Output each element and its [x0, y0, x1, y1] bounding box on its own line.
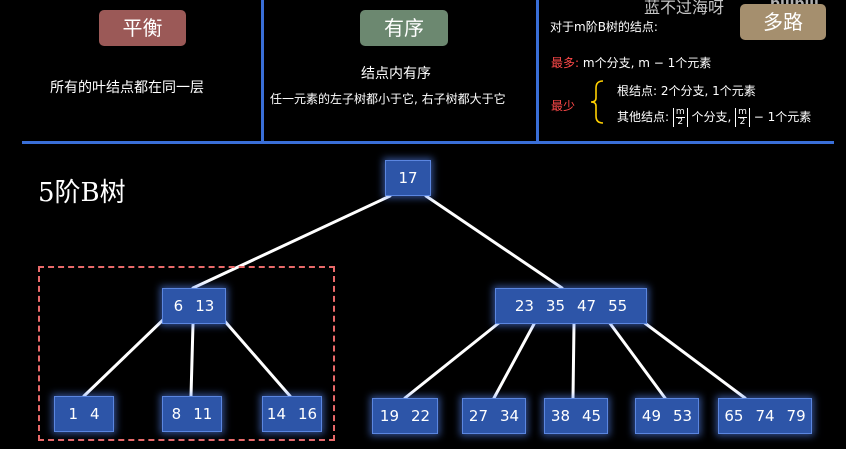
key: 16: [298, 405, 318, 423]
divider-2: [536, 0, 539, 143]
brace-icon: [590, 80, 604, 124]
key: 1: [68, 405, 78, 423]
key: 53: [673, 407, 693, 425]
key: 74: [755, 407, 775, 425]
leaf-node: 1 4: [54, 396, 114, 432]
edge-r-2: [492, 322, 536, 400]
tree-title: 5阶B树: [38, 178, 126, 208]
node-l1-right: 23 35 47 55: [495, 288, 647, 324]
least-label: 最少: [551, 99, 576, 113]
highlight-subtree-box: [38, 266, 335, 441]
key: 8: [171, 405, 182, 423]
key: 27: [468, 407, 488, 425]
frac-num-2: m: [738, 107, 747, 118]
edge-r-3: [571, 322, 576, 400]
divider-1: [261, 0, 264, 143]
frac-den: 2: [677, 117, 684, 127]
node-root: 17: [385, 160, 431, 196]
frac-den-2: 2: [739, 117, 746, 127]
watermark-text: 蓝不过海呀: [644, 0, 725, 17]
tag-balance: 平衡: [99, 10, 186, 46]
edge-r-5: [636, 316, 747, 400]
leaf-node: 14 16: [262, 396, 322, 432]
most-text: m个分支, m − 1个元素: [582, 56, 712, 70]
key: 35: [545, 297, 565, 315]
section-divider: [22, 141, 834, 144]
key: 13: [195, 297, 215, 315]
order-text: 任一元素的左子树都小于它, 右子树都大于它: [270, 92, 506, 106]
edge-l-1: [82, 316, 167, 398]
key: 4: [90, 405, 100, 423]
frac-num: m: [675, 107, 685, 118]
leaf-node: 27 34: [462, 398, 526, 434]
tag-multiway: 多路: [740, 4, 826, 40]
key: 11: [193, 405, 213, 423]
balance-text: 所有的叶结点都在同一层: [50, 80, 204, 96]
key: 65: [724, 407, 744, 425]
key: 17: [398, 169, 418, 187]
edge-root-left: [191, 194, 392, 290]
leaf-node: 19 22: [372, 398, 438, 434]
edge-r-4: [607, 320, 667, 400]
other-end: − 1个元素: [753, 110, 812, 124]
key: 79: [786, 407, 806, 425]
root-text: 根结点: 2个分支, 1个元素: [617, 84, 756, 98]
most-row: 最多: m个分支, m − 1个元素: [551, 54, 711, 71]
key: 47: [577, 297, 597, 315]
key: 45: [582, 407, 602, 425]
other-prefix: 其他结点:: [617, 110, 670, 124]
m-title: 对于m阶B树的结点:: [550, 20, 658, 34]
key: 34: [500, 407, 520, 425]
key: 38: [550, 407, 570, 425]
key: 14: [266, 405, 286, 423]
leaf-node: 38 45: [544, 398, 608, 434]
order-title: 结点内有序: [361, 66, 431, 82]
key: 6: [173, 297, 184, 315]
leaf-node: 8 11: [162, 396, 222, 432]
edge-r-1: [403, 316, 507, 400]
key: 49: [641, 407, 661, 425]
edge-root-right: [424, 194, 564, 290]
key: 55: [608, 297, 628, 315]
leaf-node: 49 53: [635, 398, 699, 434]
node-l1-left: 6 13: [162, 288, 226, 324]
other-mid: 个分支,: [691, 110, 732, 124]
key: 22: [411, 407, 431, 425]
edge-l-3: [220, 316, 292, 398]
most-label: 最多:: [551, 56, 580, 70]
edge-l-2: [189, 322, 195, 398]
key: 23: [514, 297, 534, 315]
leaf-node: 65 74 79: [718, 398, 812, 434]
key: 19: [379, 407, 399, 425]
tag-order: 有序: [360, 10, 448, 46]
